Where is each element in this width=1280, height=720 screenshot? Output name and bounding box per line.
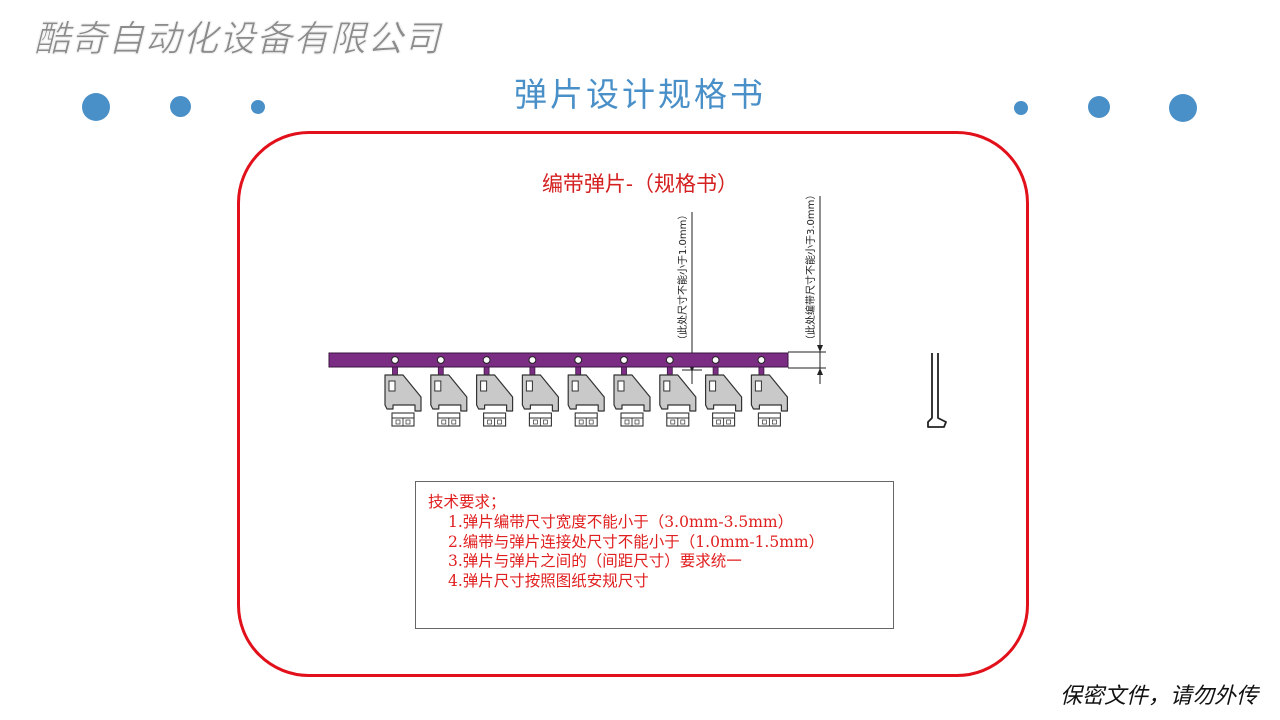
clip-neck — [392, 366, 398, 376]
clip-window — [525, 380, 533, 392]
decor-dot — [251, 100, 265, 114]
clip-window — [388, 380, 396, 392]
clip-neck — [483, 366, 490, 376]
clip-foot-slot — [578, 419, 584, 425]
technical-requirements-box: 技术要求； 1.弹片编带尺寸宽度不能小于（3.0mm-3.5mm） 2.编带与弹… — [415, 481, 894, 629]
company-name: 酷奇自动化设备有限公司 — [34, 19, 442, 61]
pilot-hole — [665, 356, 674, 364]
clip-body — [430, 374, 468, 412]
requirement-item: 2.编带与弹片连接处尺寸不能小于（1.0mm-1.5mm） — [448, 532, 825, 551]
spring-clip — [384, 356, 422, 427]
dimension-note-2: （此处编带尺寸不能小于3.0mm） — [804, 190, 817, 345]
clip-neck — [712, 366, 719, 376]
clip-foot-slot — [395, 419, 401, 425]
clip-foot-slot — [680, 419, 686, 425]
clip-body — [567, 374, 605, 412]
clip-foot-slot — [762, 419, 767, 425]
clip-foot-slot — [497, 419, 502, 425]
pilot-hole — [574, 356, 583, 364]
page-title: 弹片设计规格书 — [514, 75, 766, 114]
clip-neck — [437, 366, 444, 376]
clip-neck — [575, 366, 582, 376]
pilot-hole — [620, 356, 628, 364]
content-frame — [237, 131, 1029, 677]
clip-body — [659, 374, 697, 412]
clip-foot-slot — [716, 419, 721, 425]
pilot-hole — [711, 356, 720, 364]
spring-clip — [476, 356, 514, 427]
decor-dot — [1014, 101, 1028, 115]
pilot-hole — [482, 356, 491, 364]
requirements-heading: 技术要求； — [428, 493, 506, 511]
clip-window — [480, 380, 488, 392]
pilot-hole — [436, 356, 445, 364]
clip-foot-slot — [670, 419, 676, 425]
clip-foot-slot — [634, 419, 640, 425]
clip-foot-slot — [487, 419, 492, 425]
requirement-item: 3.弹片与弹片之间的（间距尺寸）要求统一 — [448, 552, 742, 570]
requirements-list: 1.弹片编带尺寸宽度不能小于（3.0mm-3.5mm） 2.编带与弹片连接处尺寸… — [428, 513, 893, 591]
clip-foot-slot — [543, 419, 548, 425]
clip-body — [750, 374, 789, 412]
dimension-note-1: （此处尺寸不能小于1.0mm） — [676, 210, 689, 345]
clip-group — [384, 356, 789, 427]
confidential-notice: 保密文件，请勿外传 — [1059, 684, 1258, 709]
spring-clip — [613, 356, 651, 427]
clip-neck — [666, 366, 673, 376]
clip-window — [571, 380, 579, 392]
pilot-hole — [528, 356, 537, 364]
clip-neck — [529, 366, 536, 376]
clip-body — [704, 374, 743, 412]
decor-dot — [82, 93, 110, 121]
clip-window — [754, 380, 762, 392]
clip-foot-slot — [726, 419, 731, 425]
dimension-arrow — [817, 345, 823, 352]
clip-neck — [621, 366, 627, 376]
spring-clip — [750, 356, 789, 427]
clip-window — [663, 380, 671, 392]
clip-window — [434, 380, 442, 392]
clip-neck — [758, 366, 765, 376]
spring-clip — [430, 356, 468, 427]
clip-window — [617, 380, 625, 392]
requirement-item: 4.弹片尺寸按照图纸安规尺寸 — [448, 571, 649, 590]
spring-clip — [567, 356, 605, 427]
clip-foot-slot — [588, 419, 594, 425]
pilot-hole — [757, 356, 766, 364]
pilot-hole — [391, 356, 399, 364]
side-profile-view — [927, 353, 947, 428]
clip-foot-slot — [405, 419, 411, 425]
spring-clip — [704, 356, 743, 427]
clip-foot-slot — [624, 419, 630, 425]
clip-foot-slot — [451, 419, 457, 425]
decor-dot — [1169, 94, 1197, 122]
clip-window — [709, 380, 717, 392]
decor-dot — [170, 96, 191, 117]
carrier-strip — [328, 352, 789, 368]
requirement-item: 1.弹片编带尺寸宽度不能小于（3.0mm-3.5mm） — [448, 513, 794, 531]
dimension-arrow — [817, 368, 823, 375]
clip-foot-slot — [772, 419, 777, 425]
clip-foot-slot — [441, 419, 447, 425]
decor-dot — [1088, 96, 1110, 118]
spring-clip — [521, 356, 560, 427]
clip-body — [521, 374, 560, 412]
clip-body — [613, 374, 651, 412]
spring-clip — [659, 356, 697, 427]
clip-foot-slot — [533, 419, 538, 425]
sheet-title: 编带弹片-（规格书） — [541, 172, 739, 196]
clip-body — [476, 374, 514, 412]
clip-body — [384, 374, 422, 412]
